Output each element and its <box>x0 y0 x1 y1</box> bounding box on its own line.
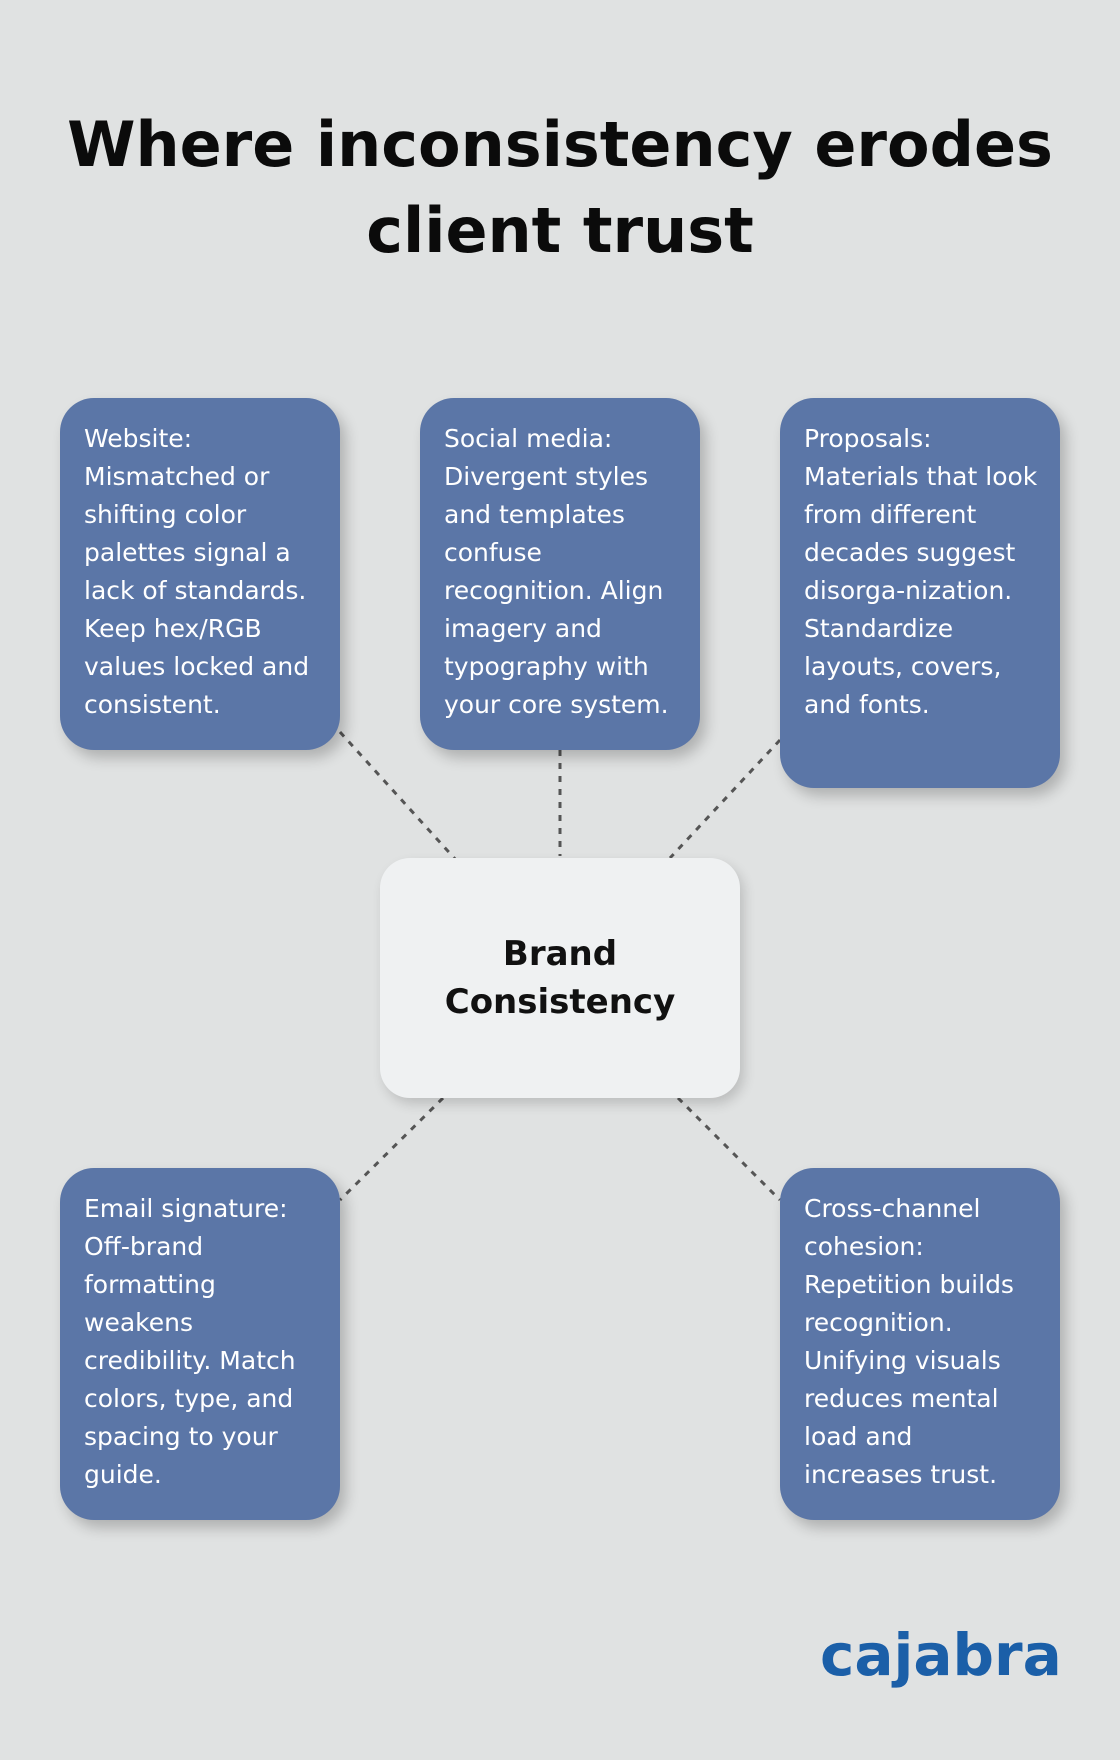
card-social-media-text: Social media: Divergent styles and templ… <box>444 424 669 719</box>
card-email-signature: Email signature: Off-brand formatting we… <box>60 1168 340 1520</box>
card-cross-channel-text: Cross-channel cohesion: Repetition build… <box>804 1194 1014 1489</box>
center-node: Brand Consistency <box>380 858 740 1098</box>
card-proposals-text: Proposals: Materials that look from diff… <box>804 424 1038 719</box>
card-website: Website: Mismatched or shifting color pa… <box>60 398 340 750</box>
brand-logo: cajabra <box>820 1621 1062 1689</box>
card-proposals: Proposals: Materials that look from diff… <box>780 398 1060 788</box>
card-website-text: Website: Mismatched or shifting color pa… <box>84 424 310 719</box>
connector-cross-channel <box>676 1096 782 1202</box>
connector-email-signature <box>338 1096 445 1202</box>
connector-proposals <box>668 738 782 860</box>
card-social-media: Social media: Divergent styles and templ… <box>420 398 700 750</box>
center-node-label: Brand Consistency <box>444 934 676 1022</box>
page-title: Where inconsistency erodes client trust <box>67 108 1053 267</box>
card-email-signature-text: Email signature: Off-brand formatting we… <box>84 1194 296 1489</box>
connector-website <box>338 730 458 862</box>
card-cross-channel: Cross-channel cohesion: Repetition build… <box>780 1168 1060 1520</box>
